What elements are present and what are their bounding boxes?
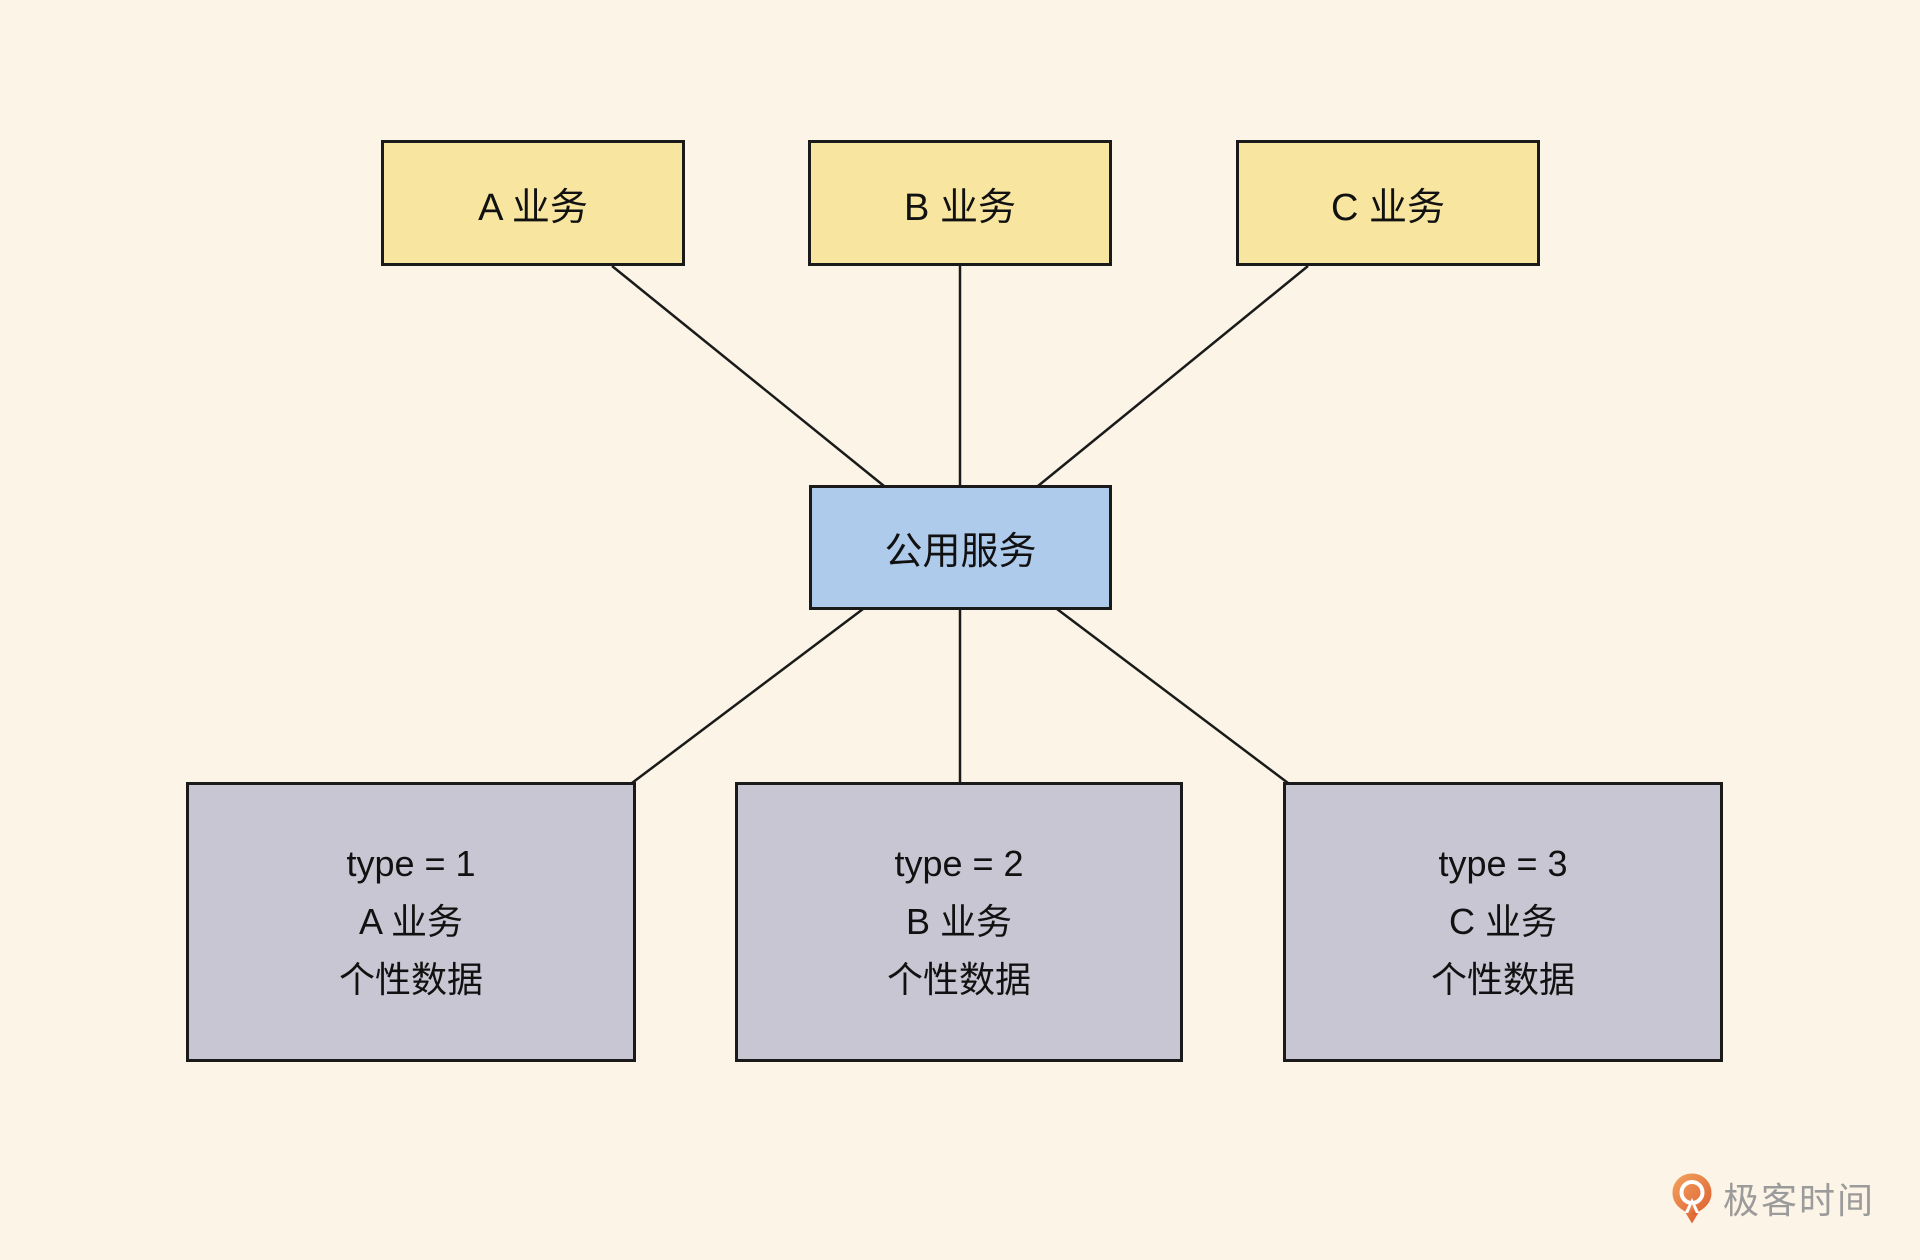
node-data-type1-line2: A 业务 [358,901,464,942]
node-data-type1-line3: 个性数据 [338,959,483,1000]
node-data-type2-line2: B 业务 [905,901,1012,942]
node-business-c-label: C 业务 [1330,186,1445,229]
geektime-pin-icon [1672,1173,1712,1223]
connector-a-to-center [611,265,885,487]
node-data-type3-line2: C 业务 [1448,901,1557,942]
node-shared-service: 公用服务 [809,485,1112,610]
node-data-type1: type = 1 A 业务 个性数据 [186,782,636,1062]
brand-name: 极客时间 [1723,1180,1876,1221]
node-data-type3-line1: type = 3 [1438,843,1568,884]
node-business-c: C 业务 [1236,140,1540,266]
node-data-type2-line1: type = 2 [894,843,1024,884]
node-business-a: A 业务 [381,140,685,266]
node-business-a-label: A 业务 [478,186,588,229]
node-business-b: B 业务 [808,140,1112,266]
connector-center-to-type1 [631,608,864,784]
node-shared-service-label: 公用服务 [884,531,1037,573]
node-business-b-label: B 业务 [904,186,1016,229]
node-data-type1-line1: type = 1 [346,843,476,884]
node-data-type2: type = 2 B 业务 个性数据 [735,782,1183,1062]
connector-c-to-center [1037,265,1309,487]
node-data-type3: type = 3 C 业务 个性数据 [1283,782,1723,1062]
node-data-type2-line3: 个性数据 [886,959,1031,1000]
node-data-type3-line3: 个性数据 [1430,959,1575,1000]
connector-center-to-type3 [1056,608,1289,784]
brand-watermark: 极客时间 [1672,1172,1875,1224]
